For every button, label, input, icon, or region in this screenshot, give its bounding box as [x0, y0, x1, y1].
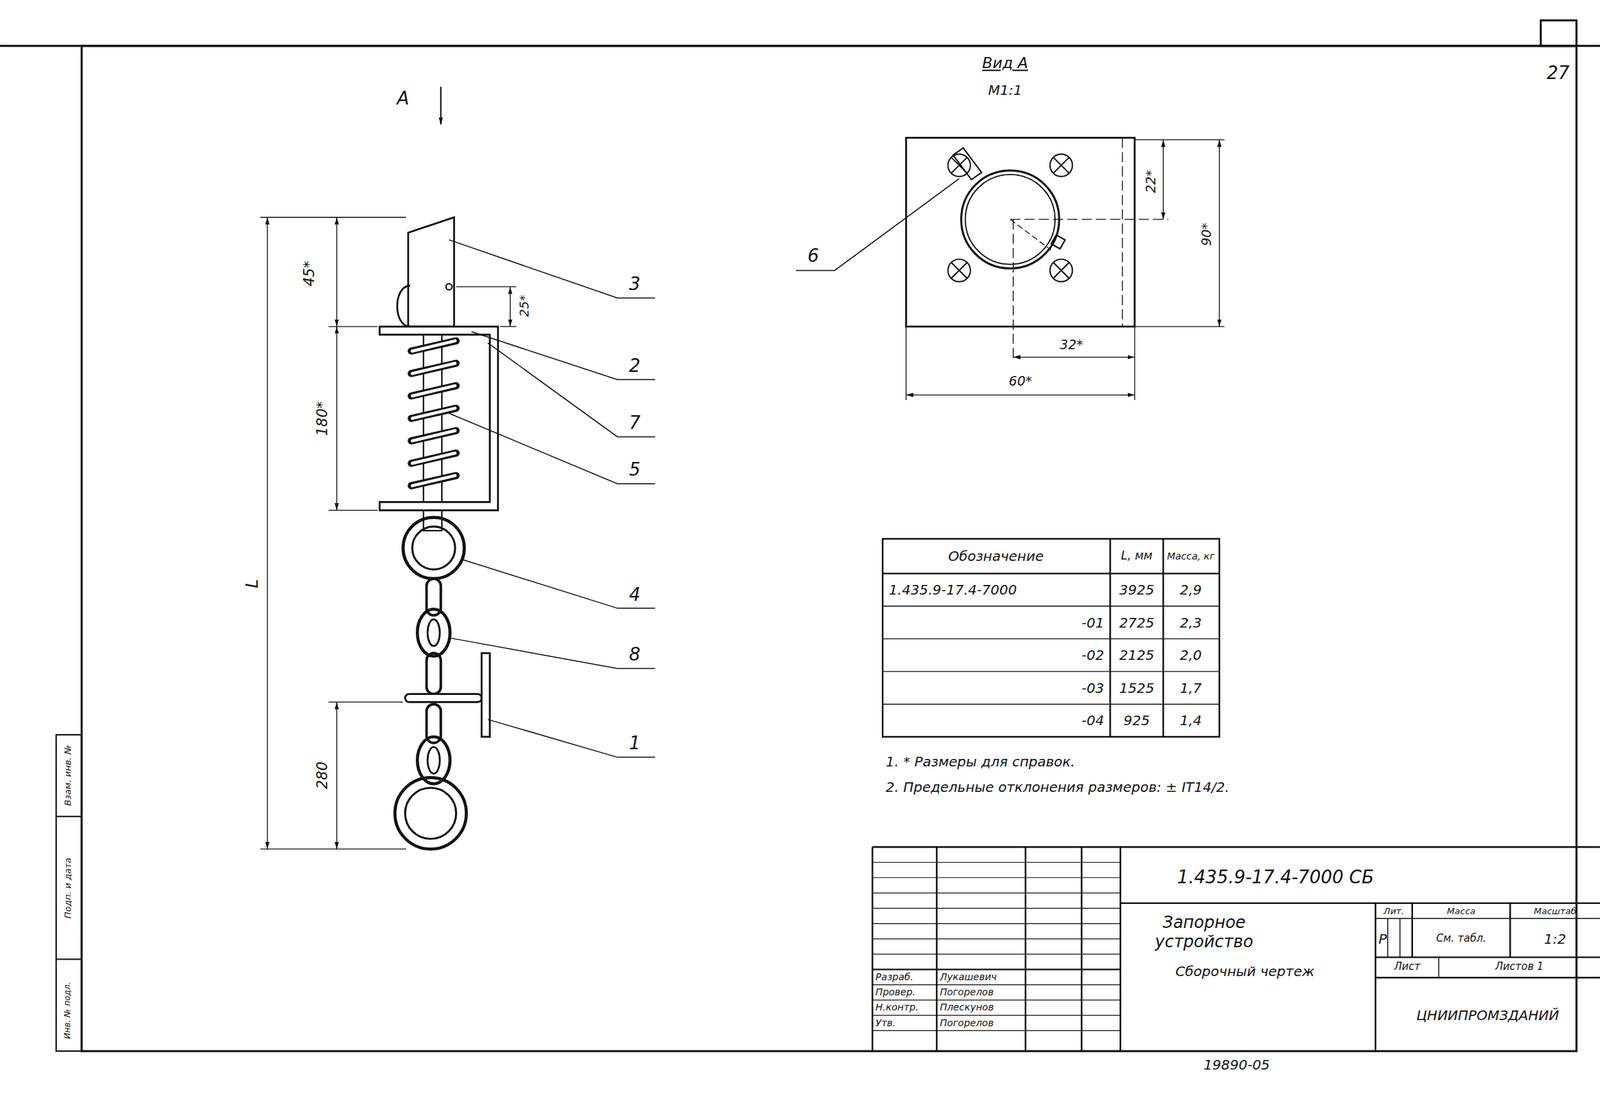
note-text: 1. * Размеры для справок. [885, 753, 1075, 770]
callout-number: 7 [628, 413, 641, 434]
signature-role: Провер. [875, 986, 916, 998]
table-cell: 2,0 [1180, 647, 1203, 664]
drawing-type: Сборочный чертеж [1175, 963, 1315, 980]
title-block-value: Р [1378, 930, 1387, 947]
title-block-header: Лит. [1383, 905, 1405, 917]
document-code: 1.435.9-17.4-7000 СБ [1177, 867, 1374, 888]
signature-role: Утв. [875, 1017, 896, 1029]
table-cell: -02 [1081, 647, 1105, 664]
table-cell: 925 [1123, 712, 1150, 729]
table-cell: 2,9 [1180, 582, 1203, 598]
title-block-header: Масштаб [1534, 905, 1577, 917]
table-cell: 2725 [1118, 614, 1154, 631]
dimension: 45* [301, 260, 318, 286]
margin-field: Взам. инв. № [63, 745, 74, 806]
callout-number: 5 [628, 459, 641, 481]
callout-number: 6 [807, 246, 820, 267]
view-title: Вид А [982, 54, 1029, 72]
signature-name: Лукашевич [939, 971, 997, 983]
callout-number: 3 [628, 274, 641, 295]
view-scale: М1:1 [988, 81, 1022, 98]
table-cell: 1525 [1118, 679, 1154, 696]
title-block-value: Лист [1393, 961, 1420, 974]
signature-role: Н.контр. [875, 1001, 919, 1013]
dimension: 60* [1008, 373, 1033, 390]
sheet-number: 27 [1547, 63, 1570, 84]
archive-number: 19890-05 [1203, 1056, 1270, 1073]
view-mark: А [397, 88, 410, 110]
callout-number: 2 [628, 356, 641, 377]
margin-field: Подп. и дата [63, 857, 74, 919]
table-cell: 2,3 [1180, 614, 1203, 631]
title-block-header: Масса [1446, 905, 1475, 917]
signature-name: Погорелов [939, 1017, 994, 1029]
callout-number: 4 [628, 584, 641, 606]
dimension: 180* [314, 400, 331, 436]
dimension: 280 [314, 761, 331, 790]
dimension: 90* [1199, 223, 1215, 247]
table-cell: 3925 [1118, 582, 1154, 598]
table-cell: 2125 [1118, 647, 1154, 664]
table-cell: 1,7 [1180, 679, 1203, 696]
dimension: 32* [1059, 337, 1084, 353]
note-text: 2. Предельные отклонения размеров: ± IT1… [885, 778, 1230, 795]
title-block-value: Листов 1 [1495, 961, 1544, 974]
title-block-value: См. табл. [1430, 932, 1493, 945]
organization-stamp: ЦНИИПРОМЗДАНИЙ [1416, 1007, 1560, 1024]
callout-number: 8 [628, 644, 641, 666]
table-header: Обозначение [948, 548, 1044, 565]
signature-name: Плескунов [939, 1001, 994, 1013]
margin-field: Инв. № подл. [63, 981, 74, 1039]
dimension: L [243, 579, 263, 589]
title-block-value: 1:2 [1544, 930, 1567, 947]
drawing-title: Запорное устройство [1127, 913, 1282, 952]
table-cell: -04 [1081, 712, 1105, 729]
dimension: 22* [1143, 169, 1159, 194]
table-cell: 1.435.9-17.4-7000 [888, 582, 1017, 598]
signature-role: Разраб. [875, 971, 914, 983]
table-header: L, мм [1120, 549, 1153, 563]
table-cell: -01 [1081, 614, 1105, 631]
table-cell: 1,4 [1180, 712, 1203, 729]
callout-number: 1 [628, 733, 641, 754]
table-cell: -03 [1081, 679, 1105, 696]
signature-name: Погорелов [939, 986, 994, 998]
dimension: 25* [517, 294, 532, 317]
table-header: Масса, кг [1165, 550, 1217, 562]
